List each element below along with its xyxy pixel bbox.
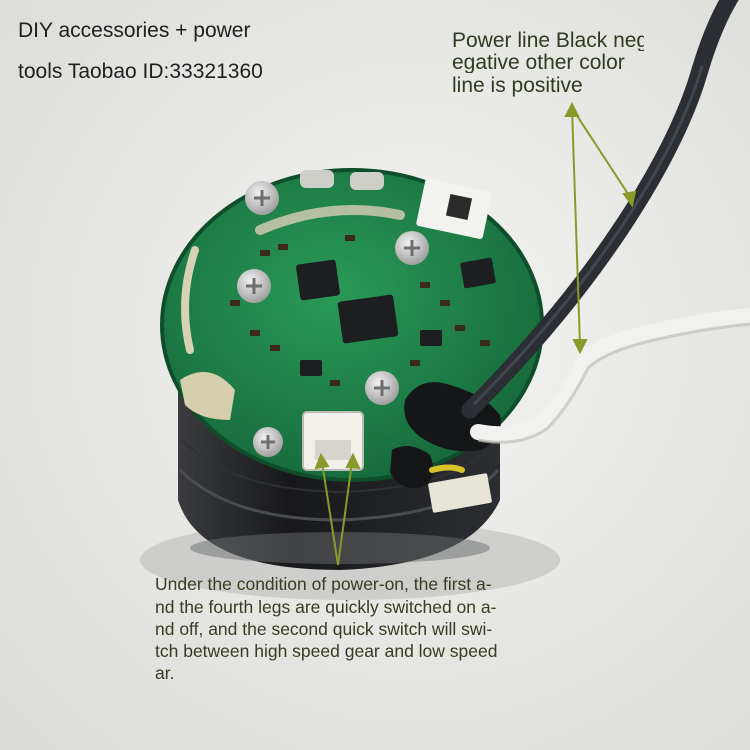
- connector-callout-line-1: Under the condition of power-on, the fir…: [155, 574, 492, 594]
- black-cable-highlight: [472, 65, 704, 406]
- solder-pad-top: [300, 170, 334, 188]
- ic-chip-right: [460, 257, 496, 289]
- connector-arrows: [314, 452, 361, 566]
- cable-callout-line-1: Power line Black negative: [452, 30, 644, 51]
- solder-trace-top: [255, 205, 405, 235]
- screw-left: [237, 269, 271, 303]
- motor-ring-groove-2: [181, 439, 499, 494]
- connector-callout-line-4: tch between high speed gear and low spee…: [155, 641, 498, 661]
- ic-chip-small-2: [300, 360, 322, 376]
- screw-upper-right: [395, 231, 429, 265]
- solder-pad-bottom-left: [180, 372, 235, 420]
- connector-slot: [315, 440, 351, 460]
- connector-callout-line-5: ar.: [155, 663, 175, 683]
- cable-arrows: [564, 101, 637, 355]
- qr-code: [445, 193, 473, 221]
- smd-components: [230, 235, 490, 386]
- side-label: [428, 473, 492, 513]
- ic-chip-upper: [296, 259, 340, 301]
- ic-chip-large: [337, 294, 399, 344]
- screw-bottom-left: [253, 427, 283, 457]
- connector-callout-line-3: nd off, and the second quick switch will…: [155, 619, 493, 639]
- store-header-line-2: tools Taobao ID:33321360: [18, 60, 263, 83]
- ic-chip-small: [420, 330, 442, 346]
- screw-top-left: [245, 181, 279, 215]
- tape-wrap-lower: [390, 446, 434, 489]
- cable-callout-line-3: line is positive: [452, 74, 583, 97]
- yellow-wire: [429, 464, 465, 473]
- screw-bottom: [365, 371, 399, 405]
- white-cable: [470, 307, 750, 443]
- cable-callout-line-2: egative other color: [452, 52, 625, 73]
- store-header-line-1: DIY accessories + power: [18, 19, 251, 42]
- connector-callout-line-2: nd the fourth legs are quickly switched …: [155, 597, 497, 617]
- white-cable-shadow: [477, 322, 750, 444]
- solder-trace-left: [181, 246, 199, 354]
- solder-pad-top-2: [350, 172, 384, 190]
